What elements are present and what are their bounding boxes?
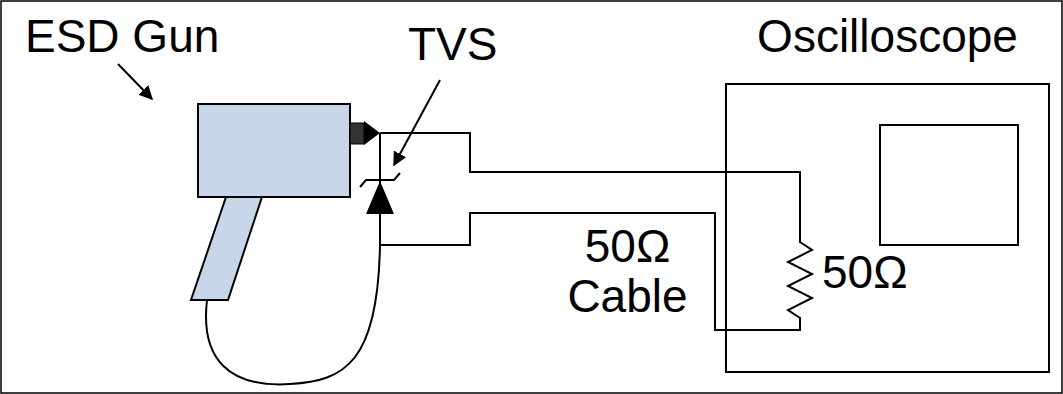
tvs-zener-bar — [360, 173, 400, 187]
cable-label: 50Ω Cable — [545, 221, 710, 321]
gun-tip — [364, 121, 380, 145]
oscilloscope-box: Oscilloscope50Ω — [725, 83, 1050, 373]
gun-handle — [191, 197, 262, 300]
leader-arrow — [394, 80, 440, 165]
coax-cable-and-resistor — [380, 133, 812, 330]
part-label: TVS — [408, 19, 497, 69]
gun-body — [198, 104, 350, 197]
ground-wire — [206, 245, 380, 384]
resistor-value: 50Ω — [822, 247, 908, 297]
leader-arrow — [118, 64, 152, 99]
tvs-diode-symbol — [366, 181, 394, 214]
device-name: Oscilloscope — [727, 11, 1048, 61]
gun-nozzle — [350, 123, 364, 144]
part-label: ESD Gun — [25, 11, 219, 61]
scope-screen — [880, 125, 1018, 245]
